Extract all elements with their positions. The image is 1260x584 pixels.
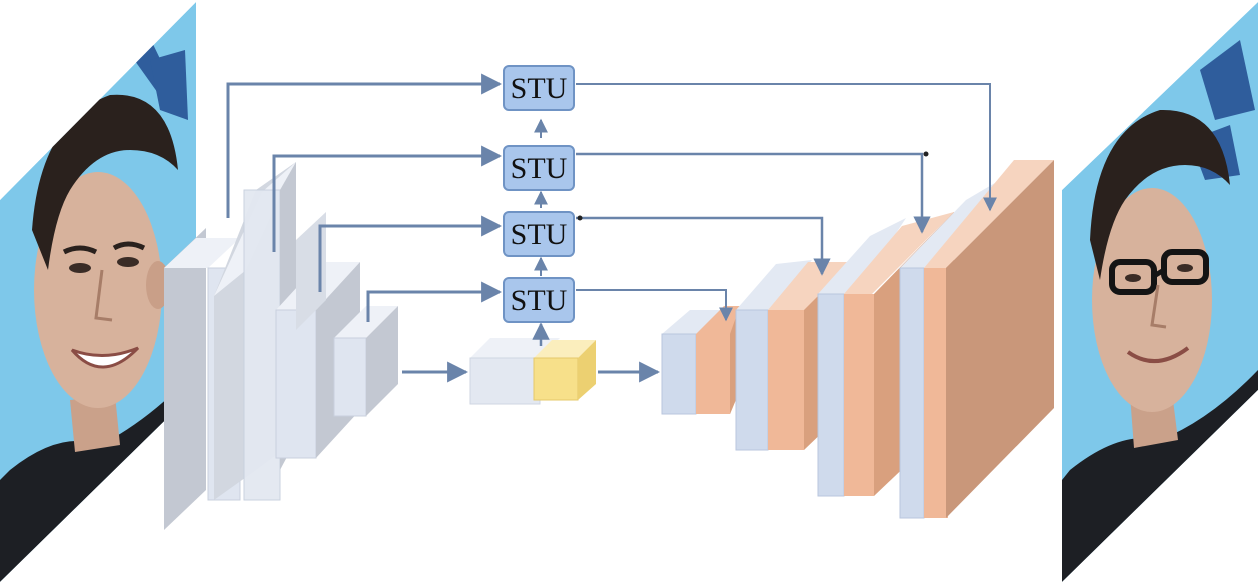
decoder xyxy=(661,160,1054,519)
skip-path-level-2 xyxy=(272,145,503,252)
encoder xyxy=(164,162,398,530)
decoder-block-4 xyxy=(899,160,1054,519)
skip-path-level-4 xyxy=(366,281,503,322)
stu-to-decoder-2 xyxy=(576,152,931,234)
stu-label: STU xyxy=(511,284,568,317)
stu-block-3: STU xyxy=(503,211,575,257)
skip-path-level-1 xyxy=(226,73,503,218)
encoder-block-4 xyxy=(333,306,398,417)
stu-to-decoder-3 xyxy=(576,216,831,276)
skip-path-level-3 xyxy=(318,215,503,292)
junction-dot xyxy=(577,215,583,221)
stu-block-1: STU xyxy=(503,65,575,111)
junction-dot xyxy=(923,151,929,157)
bottleneck-attribute-block xyxy=(533,340,596,401)
stu-block-2: STU xyxy=(503,145,575,191)
stu-to-decoder-4 xyxy=(576,289,733,322)
input-face-image xyxy=(0,2,196,582)
decoder-block-1 xyxy=(661,306,740,415)
stu-label: STU xyxy=(511,152,568,185)
connections xyxy=(226,73,997,383)
bottleneck xyxy=(469,338,596,405)
stu-to-decoder-1 xyxy=(576,83,997,212)
stu-label: STU xyxy=(511,72,568,105)
stu-label: STU xyxy=(511,218,568,251)
output-face-image xyxy=(1062,2,1258,582)
stu-block-4: STU xyxy=(503,277,575,323)
bottleneck-feature-block xyxy=(469,338,560,405)
